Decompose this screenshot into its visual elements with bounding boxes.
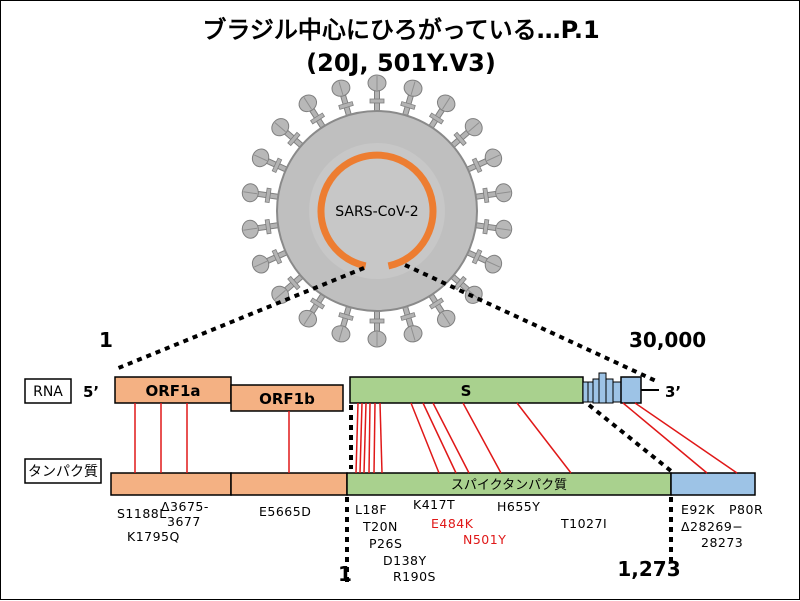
spike-zoom-right [587, 403, 673, 473]
virus-spike [251, 148, 290, 174]
virus-spike [400, 303, 423, 343]
virus-spike [473, 218, 513, 239]
mutation-label: P80R [729, 502, 763, 517]
mutation-line-t20n [359, 402, 363, 474]
spike-mutation-labels: L18F T20N P26S D138Y R190S K417T H655Y T… [355, 497, 607, 584]
mutation-label-red: E484K [431, 516, 474, 531]
mutation-label: E92K [681, 502, 715, 517]
protein-row-box [24, 458, 102, 484]
mutation-label: R190S [393, 569, 436, 584]
protein-start-label: 1 [338, 562, 352, 586]
virus-spike [427, 94, 456, 131]
mutation-label: E5665D [259, 504, 311, 519]
virus-label: SARS-CoV-2 [335, 204, 418, 220]
mutation-line-l18f [355, 402, 359, 474]
virus-spike [400, 79, 423, 119]
s-gene-box [349, 376, 584, 404]
protein-row-label: タンパク質 [28, 464, 98, 480]
virus-spike [448, 272, 483, 304]
zoom-line-right [404, 263, 657, 383]
mutation-line-h655y [462, 402, 502, 474]
m-gene-box [592, 378, 600, 404]
mutation-lines [134, 402, 738, 474]
rna-end-label: 30,000 [629, 328, 706, 352]
virus-spike [241, 218, 281, 239]
mutation-line-n-2 [634, 402, 738, 474]
mutation-label: H655Y [497, 499, 540, 514]
virus-spike [464, 248, 503, 274]
mutation-label: T1027I [560, 516, 607, 531]
virus-spike [271, 118, 306, 150]
mutation-label: L18F [355, 502, 387, 517]
n-mutation-labels: E92K P80R Δ28269− 28273 [681, 502, 763, 550]
rna-start-label: 1 [99, 328, 113, 352]
virus-spike [427, 291, 456, 328]
virus-spike [241, 183, 281, 204]
mutation-label: T20N [362, 519, 398, 534]
five-prime-label: 5’ [83, 383, 99, 401]
orf1a-gene-label: ORF1a [145, 382, 200, 400]
virus-spike [251, 248, 290, 274]
mutation-label: S1188L [117, 506, 167, 521]
virus-inner [309, 143, 445, 279]
mutation-label: K1795Q [127, 529, 180, 544]
virus-spike [367, 74, 387, 114]
mutation-line-k417t [410, 402, 440, 474]
mutation-line-d138y [368, 402, 371, 474]
mutation-label: D138Y [383, 553, 427, 568]
mutation-label: 3677 [167, 514, 201, 529]
mutation-line-r190s [373, 402, 376, 474]
virus-spike [448, 118, 483, 150]
orf1a-protein-box [110, 472, 232, 496]
mutation-label: Δ3675- [161, 499, 209, 514]
accessory-genes [582, 372, 659, 404]
mutation-line-e484k [422, 402, 457, 474]
mutation-line-extra [379, 402, 383, 474]
virus-spikes [241, 74, 513, 348]
orf1b-gene-label: ORF1b [259, 390, 315, 408]
virus-spike [464, 148, 503, 174]
title-line2: (20J, 501Y.V3) [306, 49, 496, 77]
orf1a-gene-box [114, 376, 232, 404]
virus-spike [473, 183, 513, 204]
s-gene-label: S [461, 382, 472, 400]
orf8-box [612, 381, 622, 403]
virus-spike [298, 291, 327, 328]
mutation-line-p26s [363, 402, 367, 474]
mutation-line-n-1 [622, 402, 708, 474]
n-protein-box [670, 472, 756, 496]
mutation-label: Δ28269− [681, 519, 743, 534]
protein-end-label: 1,273 [617, 557, 680, 581]
virus-spike [331, 303, 354, 343]
three-prime-label: 3’ [665, 383, 681, 401]
virus-spike [331, 79, 354, 119]
orf1b-gene-box [230, 384, 344, 412]
rna-row-box [24, 378, 72, 404]
rna-ring [317, 151, 437, 270]
rna-row-label: RNA [33, 384, 63, 400]
title-line1: ブラジル中心にひろがっている…P.1 [202, 16, 599, 44]
zoom-line-left [115, 266, 365, 371]
mutation-label: P26S [369, 536, 402, 551]
e-gene-box [587, 381, 594, 403]
orf3a-box [582, 381, 589, 403]
mutation-line-t1027i [516, 402, 572, 474]
coronavirus-icon: SARS-CoV-2 [241, 74, 513, 348]
orf7-box [605, 378, 614, 404]
mutation-label: K417T [413, 497, 455, 512]
orf6-box [598, 372, 607, 404]
mutation-line-n501y [432, 402, 470, 474]
n-gene-box [620, 376, 642, 404]
virus-spike [367, 308, 387, 348]
virus-spike [271, 272, 306, 304]
mutation-label-red: N501Y [463, 532, 506, 547]
orf1b-mutation-labels: E5665D [259, 504, 311, 519]
orf1b-protein-box [230, 472, 348, 496]
orf1a-mutation-labels: S1188L Δ3675- 3677 K1795Q [117, 499, 209, 544]
mutation-label: 28273 [701, 535, 743, 550]
spike-protein-label: スパイクタンパク質 [451, 478, 567, 493]
